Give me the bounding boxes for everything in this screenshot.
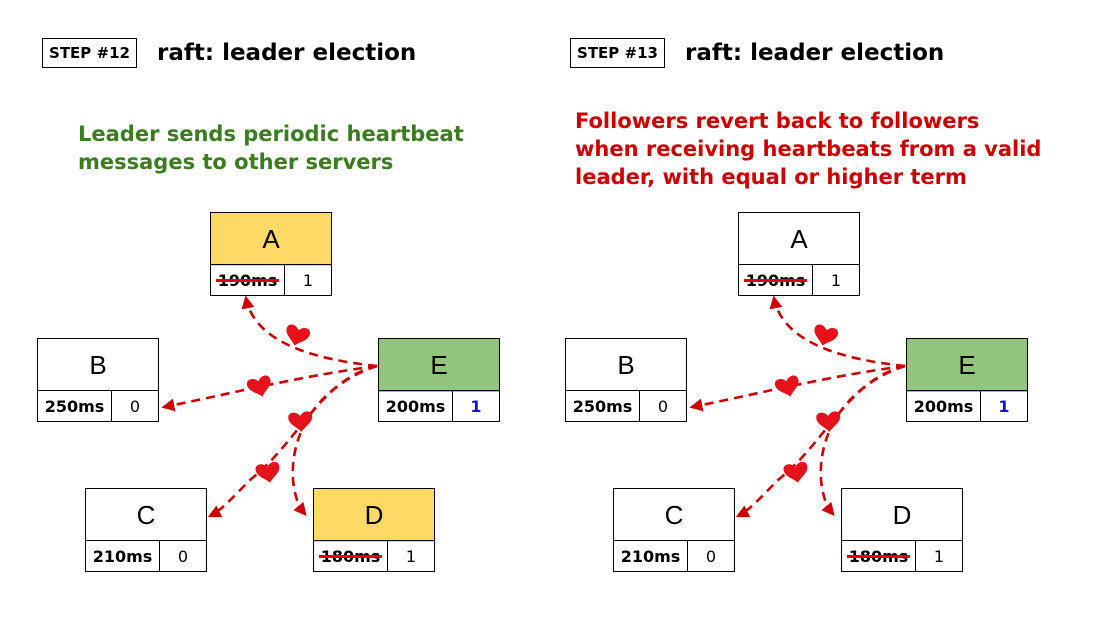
heart-icon <box>782 461 810 485</box>
term-value: 1 <box>830 270 842 290</box>
diagram-title: raft: leader election <box>157 40 417 66</box>
node-state-row: 250ms 0 <box>566 390 686 421</box>
step-13-panel: STEP #13 raft: leader election Followers… <box>528 0 1075 643</box>
node-state-row: 210ms 0 <box>614 540 734 571</box>
term-value: 0 <box>705 546 717 566</box>
caption: Followers revert back to followers when … <box>575 107 1041 191</box>
heart-icon <box>773 374 803 400</box>
diagram-title: raft: leader election <box>685 40 945 66</box>
node-e-leader: E 200ms 1 <box>906 338 1028 422</box>
node-name: B <box>89 350 107 380</box>
node-b: B 250ms 0 <box>565 338 687 422</box>
step-badge: STEP #12 <box>42 38 137 68</box>
node-state-row: 200ms 1 <box>379 390 499 421</box>
arrow-to-a <box>241 295 378 368</box>
node-name: C <box>664 500 684 530</box>
term-value: 1 <box>302 270 314 290</box>
node-a: A 190ms 1 <box>738 212 860 296</box>
node-d: D 180ms 1 <box>313 488 435 572</box>
node-name: E <box>907 339 1027 392</box>
caption-line: Followers revert back to followers <box>575 109 980 133</box>
heartbeat-arrows <box>161 295 378 518</box>
node-c: C 210ms 0 <box>613 488 735 572</box>
election-timer: 200ms <box>379 391 453 421</box>
heart-icon <box>287 410 314 434</box>
caption-line: leader, with equal or higher term <box>575 165 967 189</box>
arrow-to-d <box>819 364 906 516</box>
arrow-to-b <box>161 364 378 412</box>
node-name: D <box>892 500 912 530</box>
node-state-row: 190ms 1 <box>739 264 859 295</box>
node-name: D <box>314 489 434 542</box>
election-timer: 210ms <box>614 541 688 571</box>
election-timer: 180ms <box>842 541 916 571</box>
step-badge: STEP #13 <box>570 38 665 68</box>
term-value: 1 <box>933 546 945 566</box>
step-12-panel: STEP #12 raft: leader election Leader se… <box>37 38 500 572</box>
node-state-row: 180ms 1 <box>314 540 434 571</box>
election-timer: 250ms <box>38 391 112 421</box>
election-timer: 210ms <box>86 541 160 571</box>
term-value: 1 <box>405 546 417 566</box>
heartbeat-arrows <box>689 295 906 518</box>
arrow-to-d <box>291 364 378 516</box>
node-d: D 180ms 1 <box>841 488 963 572</box>
node-state-row: 250ms 0 <box>38 390 158 421</box>
election-timer: 200ms <box>907 391 981 421</box>
node-state-row: 190ms 1 <box>211 264 331 295</box>
caption: Leader sends periodic heartbeat messages… <box>78 120 464 176</box>
election-timer: 190ms <box>739 265 813 295</box>
term-value: 1 <box>470 396 482 416</box>
node-a: A 190ms 1 <box>210 212 332 296</box>
node-name: C <box>136 500 156 530</box>
caption-line: when receiving heartbeats from a valid <box>575 137 1042 161</box>
term-value: 0 <box>177 546 189 566</box>
heart-icon <box>815 410 842 434</box>
node-state-row: 210ms 0 <box>86 540 206 571</box>
election-timer: 180ms <box>314 541 388 571</box>
arrow-to-a <box>769 295 906 368</box>
caption-line: messages to other servers <box>78 150 394 174</box>
node-state-row: 180ms 1 <box>842 540 962 571</box>
heart-icon <box>245 374 275 400</box>
election-timer: 190ms <box>211 265 285 295</box>
node-state-row: 200ms 1 <box>907 390 1027 421</box>
node-e-leader: E 200ms 1 <box>378 338 500 422</box>
node-name: B <box>617 350 635 380</box>
election-timer: 250ms <box>566 391 640 421</box>
node-name: E <box>379 339 499 392</box>
term-value: 0 <box>129 396 141 416</box>
node-b: B 250ms 0 <box>37 338 159 422</box>
arrow-to-b <box>689 364 906 412</box>
heart-icon <box>254 461 282 485</box>
node-c: C 210ms 0 <box>85 488 207 572</box>
term-value: 1 <box>998 396 1010 416</box>
node-name: A <box>790 224 808 254</box>
node-name: A <box>211 213 331 266</box>
term-value: 0 <box>657 396 669 416</box>
caption-line: Leader sends periodic heartbeat <box>78 122 464 146</box>
